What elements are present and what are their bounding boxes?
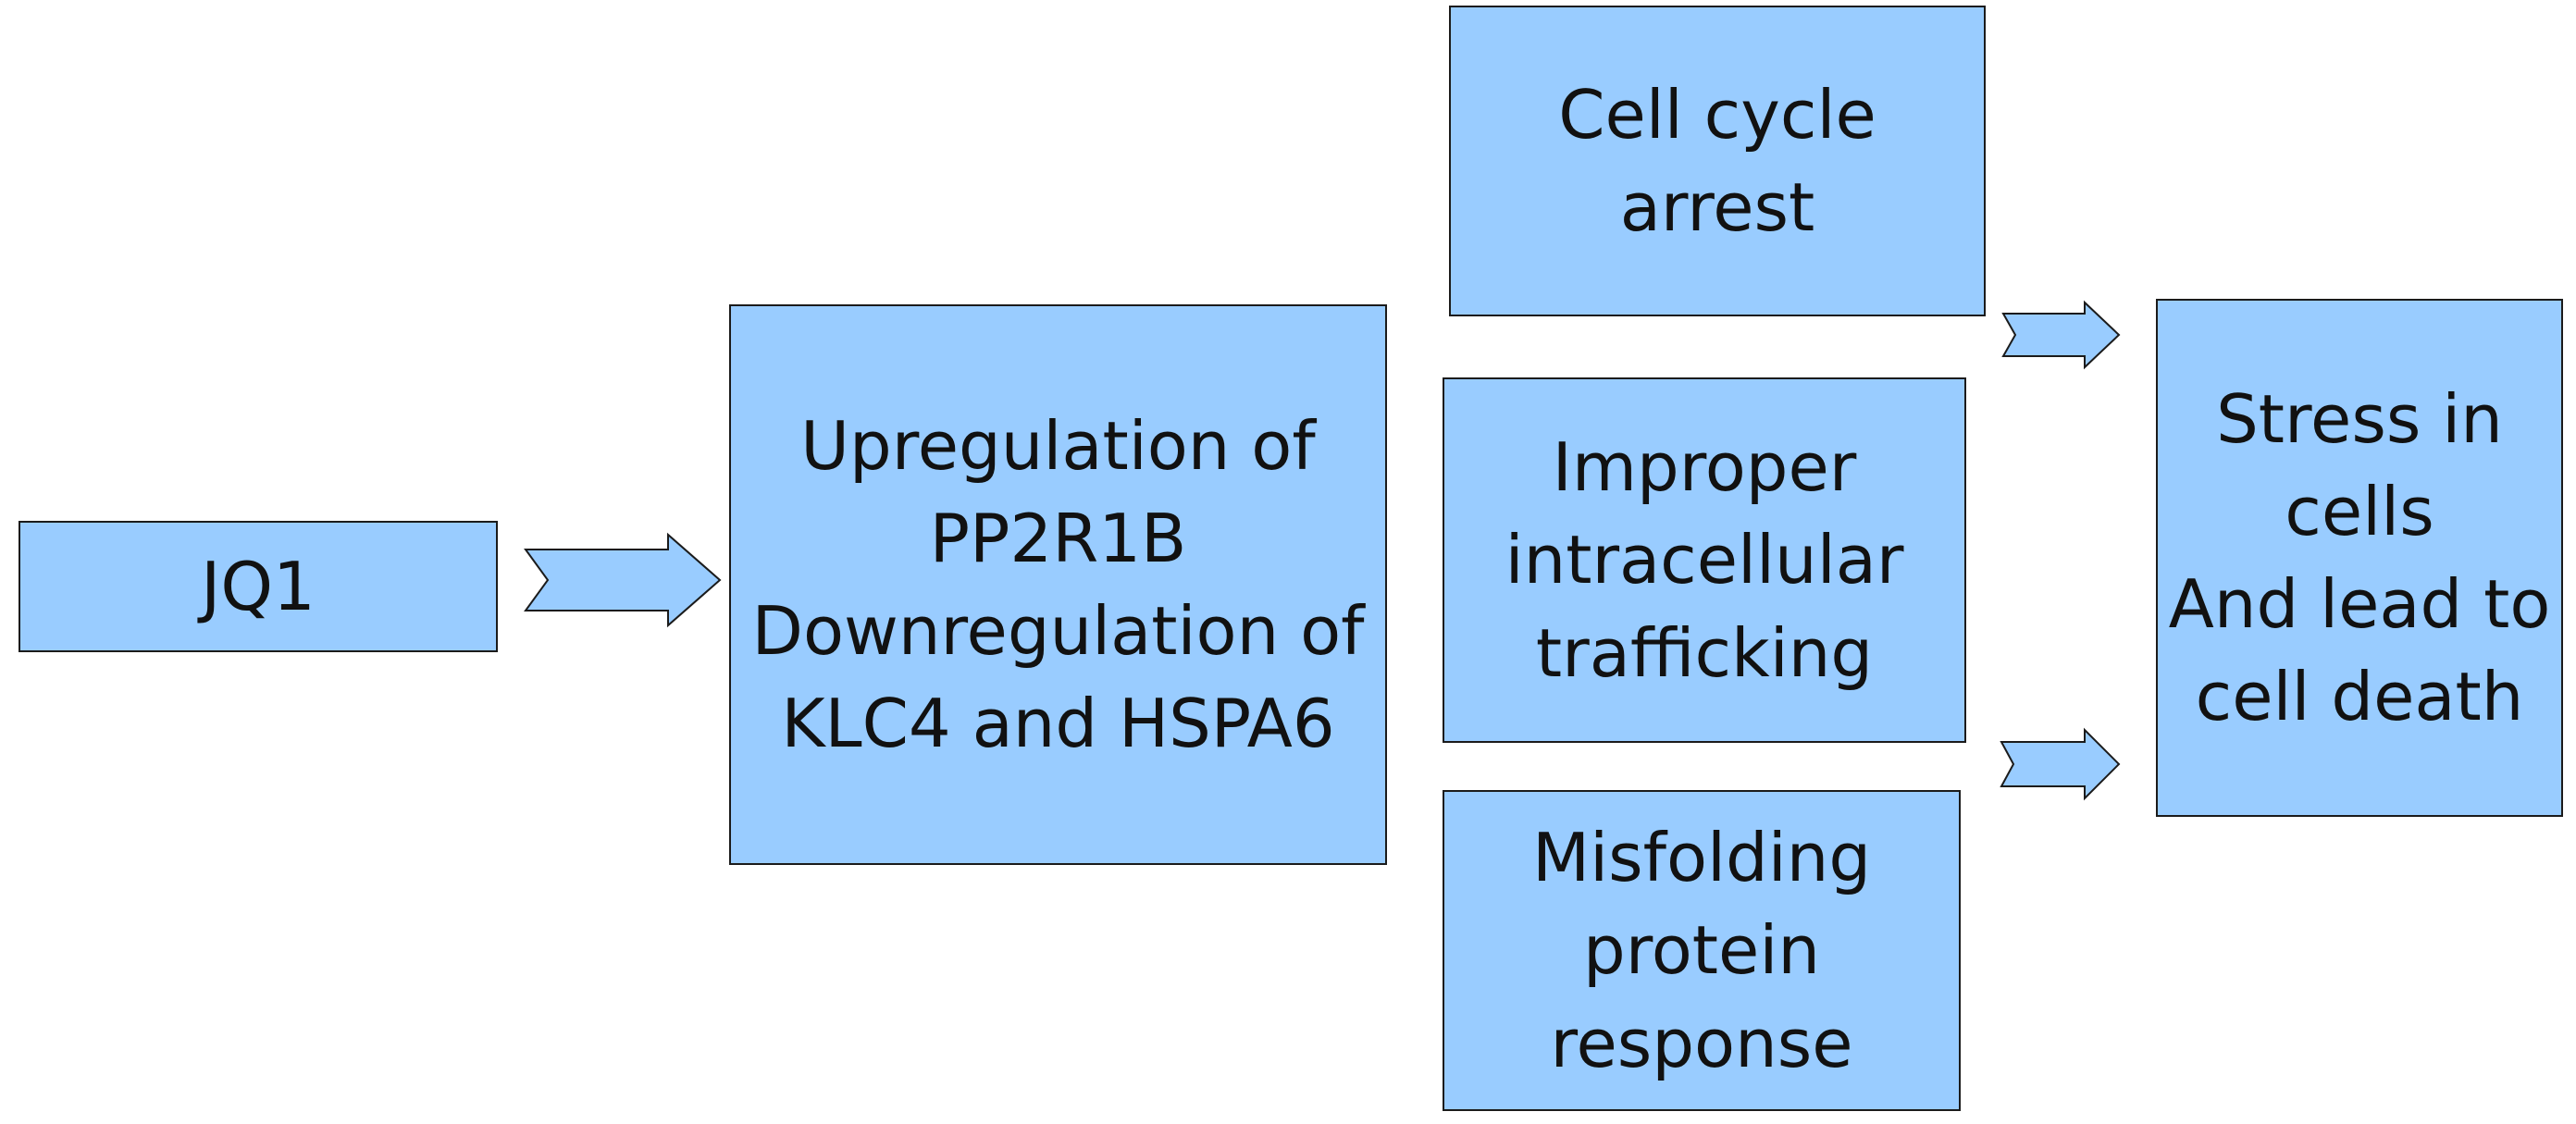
node-jq1: JQ1 [19,521,498,652]
node-cell-cycle-line-2: arrest [1619,168,1815,246]
node-stress-line-4: cell death [2195,658,2524,736]
node-cell-cycle: Cell cycle arrest [1449,6,1986,316]
node-misfolding-line-1: Misfolding [1531,819,1872,897]
node-cell-cycle-line-1: Cell cycle [1558,75,1876,154]
node-misfolding-line-2: protein [1583,911,1820,990]
node-misfolding: Misfolding protein response [1443,790,1961,1111]
node-regulation: Upregulation of PP2R1B Downregulation of… [729,304,1387,865]
node-regulation-line-4: KLC4 and HSPA6 [781,685,1335,763]
node-trafficking-line-2: intracellular [1505,521,1904,599]
node-jq1-line-1: JQ1 [201,547,316,625]
node-regulation-line-2: PP2R1B [929,499,1187,577]
node-trafficking-line-3: trafficking [1535,613,1874,692]
arrow-jq1-to-regulation [524,532,722,628]
node-regulation-line-1: Upregulation of [800,406,1316,485]
arrow-misfolding-to-stress [2000,727,2121,801]
node-stress-line-3: And lead to [2168,565,2551,643]
node-stress: Stress in cells And lead to cell death [2156,299,2563,817]
node-stress-line-2: cells [2285,472,2434,550]
node-trafficking-line-1: Improper [1552,428,1857,507]
node-regulation-line-3: Downregulation of [751,592,1365,670]
node-stress-line-1: Stress in [2216,379,2503,458]
arrow-cell-cycle-to-stress [2001,300,2121,370]
node-misfolding-line-3: response [1550,1004,1853,1082]
node-trafficking: Improper intracellular trafficking [1443,377,1966,743]
